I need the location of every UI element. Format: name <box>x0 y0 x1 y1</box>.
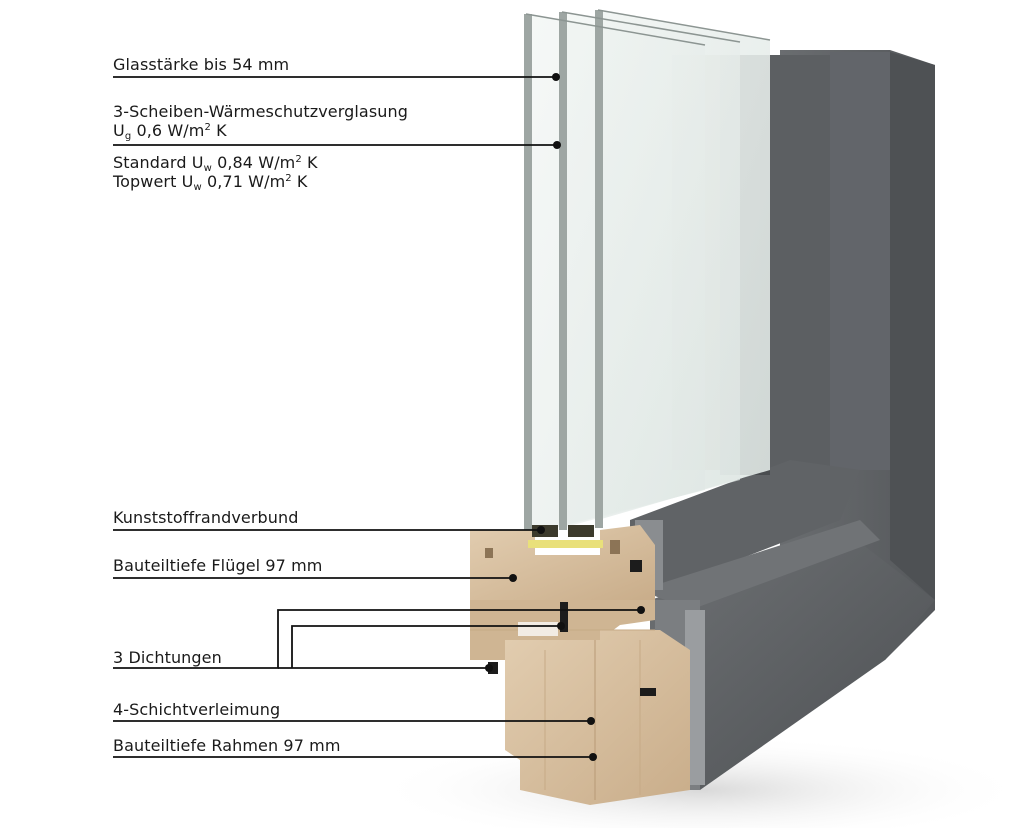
uw-top-superscript: 2 <box>285 173 292 184</box>
uw-standard-unit: K <box>307 153 318 172</box>
uw-standard-superscript: 2 <box>295 154 302 165</box>
uw-standard-value: 0,84 W/m <box>217 153 296 172</box>
label-lamination: 4-Schichtverleimung <box>113 700 281 719</box>
uw-standard-subscript: w <box>203 163 212 174</box>
label-glazing-title: 3-Scheiben-Wärmeschutzverglasung <box>113 102 409 121</box>
uw-top-prefix: Topwert U <box>113 172 194 191</box>
label-glass-thickness: Glasstärke bis 54 mm <box>113 55 290 74</box>
uw-top-subscript: w <box>193 182 202 193</box>
wood-sash-section <box>470 525 655 600</box>
uw-top-value: 0,71 W/m <box>206 172 286 191</box>
label-ug-value: Ug 0,6 W/m2 K <box>113 121 227 142</box>
ug-unit: K <box>216 121 227 140</box>
label-frame-depth: Bauteiltiefe Rahmen 97 mm <box>113 736 341 755</box>
triple-glazing <box>524 9 771 535</box>
ug-superscript: 2 <box>204 122 211 133</box>
label-edge-seal: Kunststoffrandverbund <box>113 508 299 527</box>
leader-seals-a <box>113 609 640 669</box>
label-uw-top: Topwert Uw 0,71 W/m2 K <box>113 172 308 193</box>
ug-subscript: g <box>124 131 132 142</box>
label-seals: 3 Dichtungen <box>113 648 222 667</box>
ug-symbol: U <box>113 121 125 140</box>
label-uw-standard: Standard Uw 0,84 W/m2 K <box>113 153 318 174</box>
label-sash-depth: Bauteiltiefe Flügel 97 mm <box>113 556 323 575</box>
uw-standard-prefix: Standard U <box>113 153 204 172</box>
uw-top-unit: K <box>296 172 308 191</box>
ug-value: 0,6 W/m <box>136 121 205 140</box>
leader-lines <box>113 73 645 761</box>
leader-seals-b <box>291 625 560 668</box>
